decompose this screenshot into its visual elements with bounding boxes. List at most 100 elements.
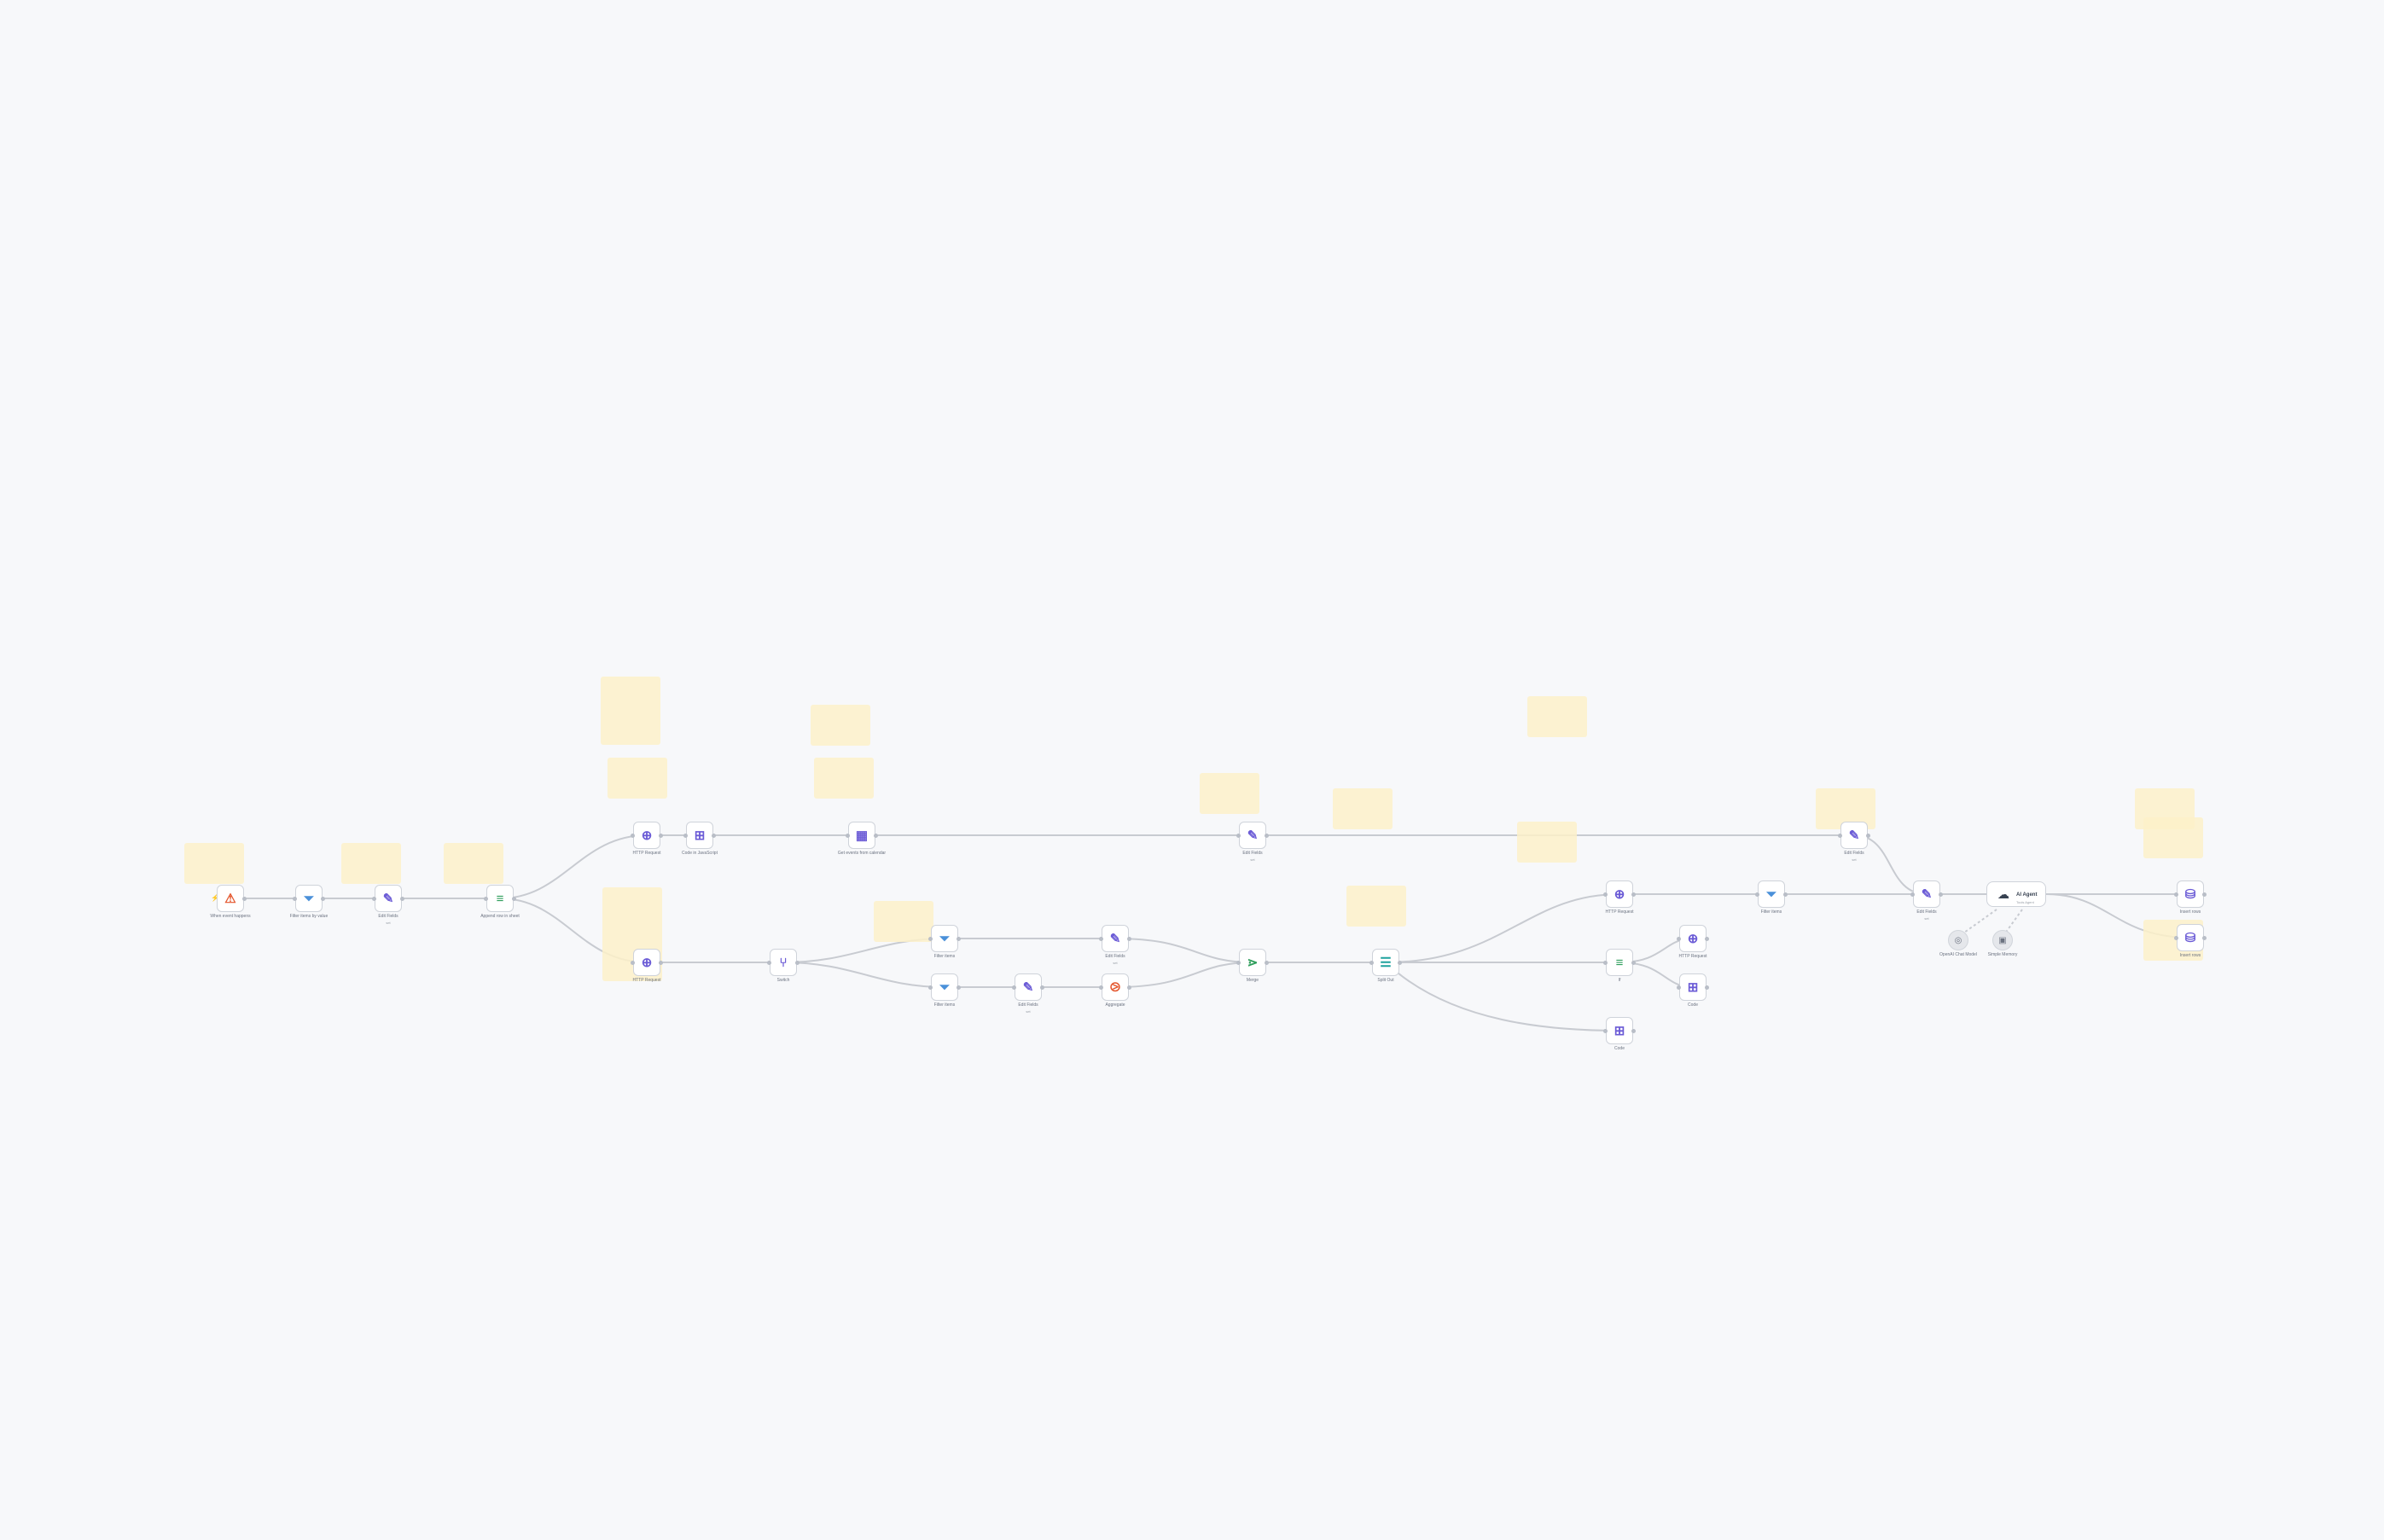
sticky-note[interactable]: [1200, 773, 1259, 814]
node-label: HTTP Request: [632, 851, 661, 856]
node-code[interactable]: ⊞: [1603, 1017, 1636, 1044]
node-table[interactable]: ≡: [1603, 949, 1636, 976]
code-icon: ⊞: [1614, 1023, 1625, 1038]
subnode-label: OpenAI Chat Model: [1939, 952, 1977, 957]
sticky-note[interactable]: [1527, 696, 1587, 737]
node-sublabel: set: [1250, 857, 1255, 862]
filter-icon: ⏷: [303, 891, 314, 906]
trigger-indicator-icon: ⚡: [211, 894, 219, 902]
node-trigger[interactable]: ⚠: [217, 885, 247, 912]
node-label: Insert rows: [2179, 909, 2201, 915]
edit-icon: ✎: [1109, 931, 1121, 946]
filter-icon: ⏷: [939, 931, 950, 946]
edit-icon: ✎: [1921, 886, 1933, 902]
node-sublabel: set: [386, 921, 391, 925]
node-switch[interactable]: ⑂: [767, 949, 800, 976]
robot-icon: ☁: [1997, 886, 2009, 901]
node-code[interactable]: ⊞: [1677, 973, 1709, 1001]
memory-subnode[interactable]: ▣: [1992, 930, 2013, 950]
filter-icon: ⏷: [939, 979, 950, 995]
sticky-note[interactable]: [2143, 817, 2203, 858]
node-label: Filter items by value: [289, 914, 329, 919]
node-label: Code in JavaScript: [682, 851, 718, 856]
table-icon: ≡: [496, 891, 504, 906]
node-http[interactable]: ⊕: [631, 822, 663, 849]
node-label: Code: [1688, 1002, 1698, 1008]
ai-agent-node[interactable]: ☁ AI Agent Tools Agent: [1986, 881, 2046, 907]
sticky-note[interactable]: [184, 843, 244, 884]
node-label: Append row in sheet: [480, 914, 520, 919]
node-table[interactable]: ≡: [484, 885, 516, 912]
node-label: HTTP Request: [632, 978, 661, 983]
sticky-note[interactable]: [874, 901, 933, 942]
node-edit[interactable]: ✎: [1099, 925, 1131, 952]
node-edit[interactable]: ✎: [1910, 880, 1943, 908]
node-label: Insert rows: [2179, 953, 2201, 958]
node-filter[interactable]: ⏷: [1755, 880, 1788, 908]
node-label: Split Out: [1377, 978, 1394, 983]
node-merge[interactable]: ⧁: [1099, 973, 1131, 1001]
node-merge[interactable]: ⋗: [1236, 949, 1269, 976]
node-filter[interactable]: ⏷: [928, 973, 961, 1001]
node-label: Switch: [776, 978, 790, 983]
node-sublabel: set: [1924, 916, 1929, 921]
table-icon: ≡: [1615, 955, 1624, 970]
http-icon: ⊕: [1614, 886, 1625, 902]
node-code[interactable]: ⊞: [683, 822, 716, 849]
node-list[interactable]: ☰: [1369, 949, 1402, 976]
edit-icon: ✎: [1247, 828, 1259, 843]
node-sublabel: set: [1852, 857, 1857, 862]
node-edit[interactable]: ✎: [1012, 973, 1044, 1001]
node-http[interactable]: ⊕: [1603, 880, 1636, 908]
http-icon: ⊕: [1687, 931, 1699, 946]
agent-title: AI Agent: [2016, 892, 2038, 898]
edge: [1385, 962, 1620, 1032]
http-icon: ⊕: [641, 955, 653, 970]
code-icon: ⊞: [694, 828, 706, 843]
node-label: Filter items: [933, 954, 956, 959]
sticky-note[interactable]: [1346, 886, 1406, 927]
node-sublabel: set: [1113, 961, 1118, 965]
sticky-note[interactable]: [1333, 788, 1393, 829]
node-database[interactable]: ⛁: [2174, 880, 2207, 908]
node-edit[interactable]: ✎: [1236, 822, 1269, 849]
database-icon: ⛁: [2184, 886, 2196, 902]
node-database[interactable]: ⛁: [2174, 924, 2207, 951]
node-label: Filter items: [933, 1002, 956, 1008]
node-http[interactable]: ⊕: [1677, 925, 1709, 952]
node-http[interactable]: ⊕: [631, 949, 663, 976]
sticky-note[interactable]: [811, 705, 870, 746]
agent-subtitle: Tools Agent: [2016, 899, 2034, 904]
calendar-icon: ▦: [855, 828, 869, 843]
chat-model-subnode[interactable]: ◎: [1948, 930, 1968, 950]
edge: [1385, 893, 1620, 963]
filter-icon: ⏷: [1765, 886, 1776, 902]
node-label: Code: [1614, 1046, 1625, 1051]
node-sublabel: set: [1026, 1009, 1031, 1014]
node-label: HTTP Request: [1605, 909, 1634, 915]
node-calendar[interactable]: ▦: [846, 822, 878, 849]
node-filter[interactable]: ⏷: [293, 885, 325, 912]
node-edit[interactable]: ✎: [372, 885, 404, 912]
sticky-note[interactable]: [814, 758, 874, 799]
node-edit[interactable]: ✎: [1838, 822, 1870, 849]
node-label: HTTP Request: [1678, 954, 1707, 959]
sticky-note[interactable]: [341, 843, 401, 884]
node-filter[interactable]: ⏷: [928, 925, 961, 952]
database-icon: ⛁: [2184, 930, 2196, 945]
subnode-label: Simple Memory: [1987, 952, 2018, 957]
sticky-note[interactable]: [608, 758, 667, 799]
sticky-note[interactable]: [444, 843, 503, 884]
node-label: If: [1618, 978, 1621, 983]
sticky-note[interactable]: [1517, 822, 1577, 863]
memory-icon: ▣: [1998, 935, 2007, 945]
sticky-note[interactable]: [601, 677, 660, 745]
http-icon: ⊕: [641, 828, 653, 843]
